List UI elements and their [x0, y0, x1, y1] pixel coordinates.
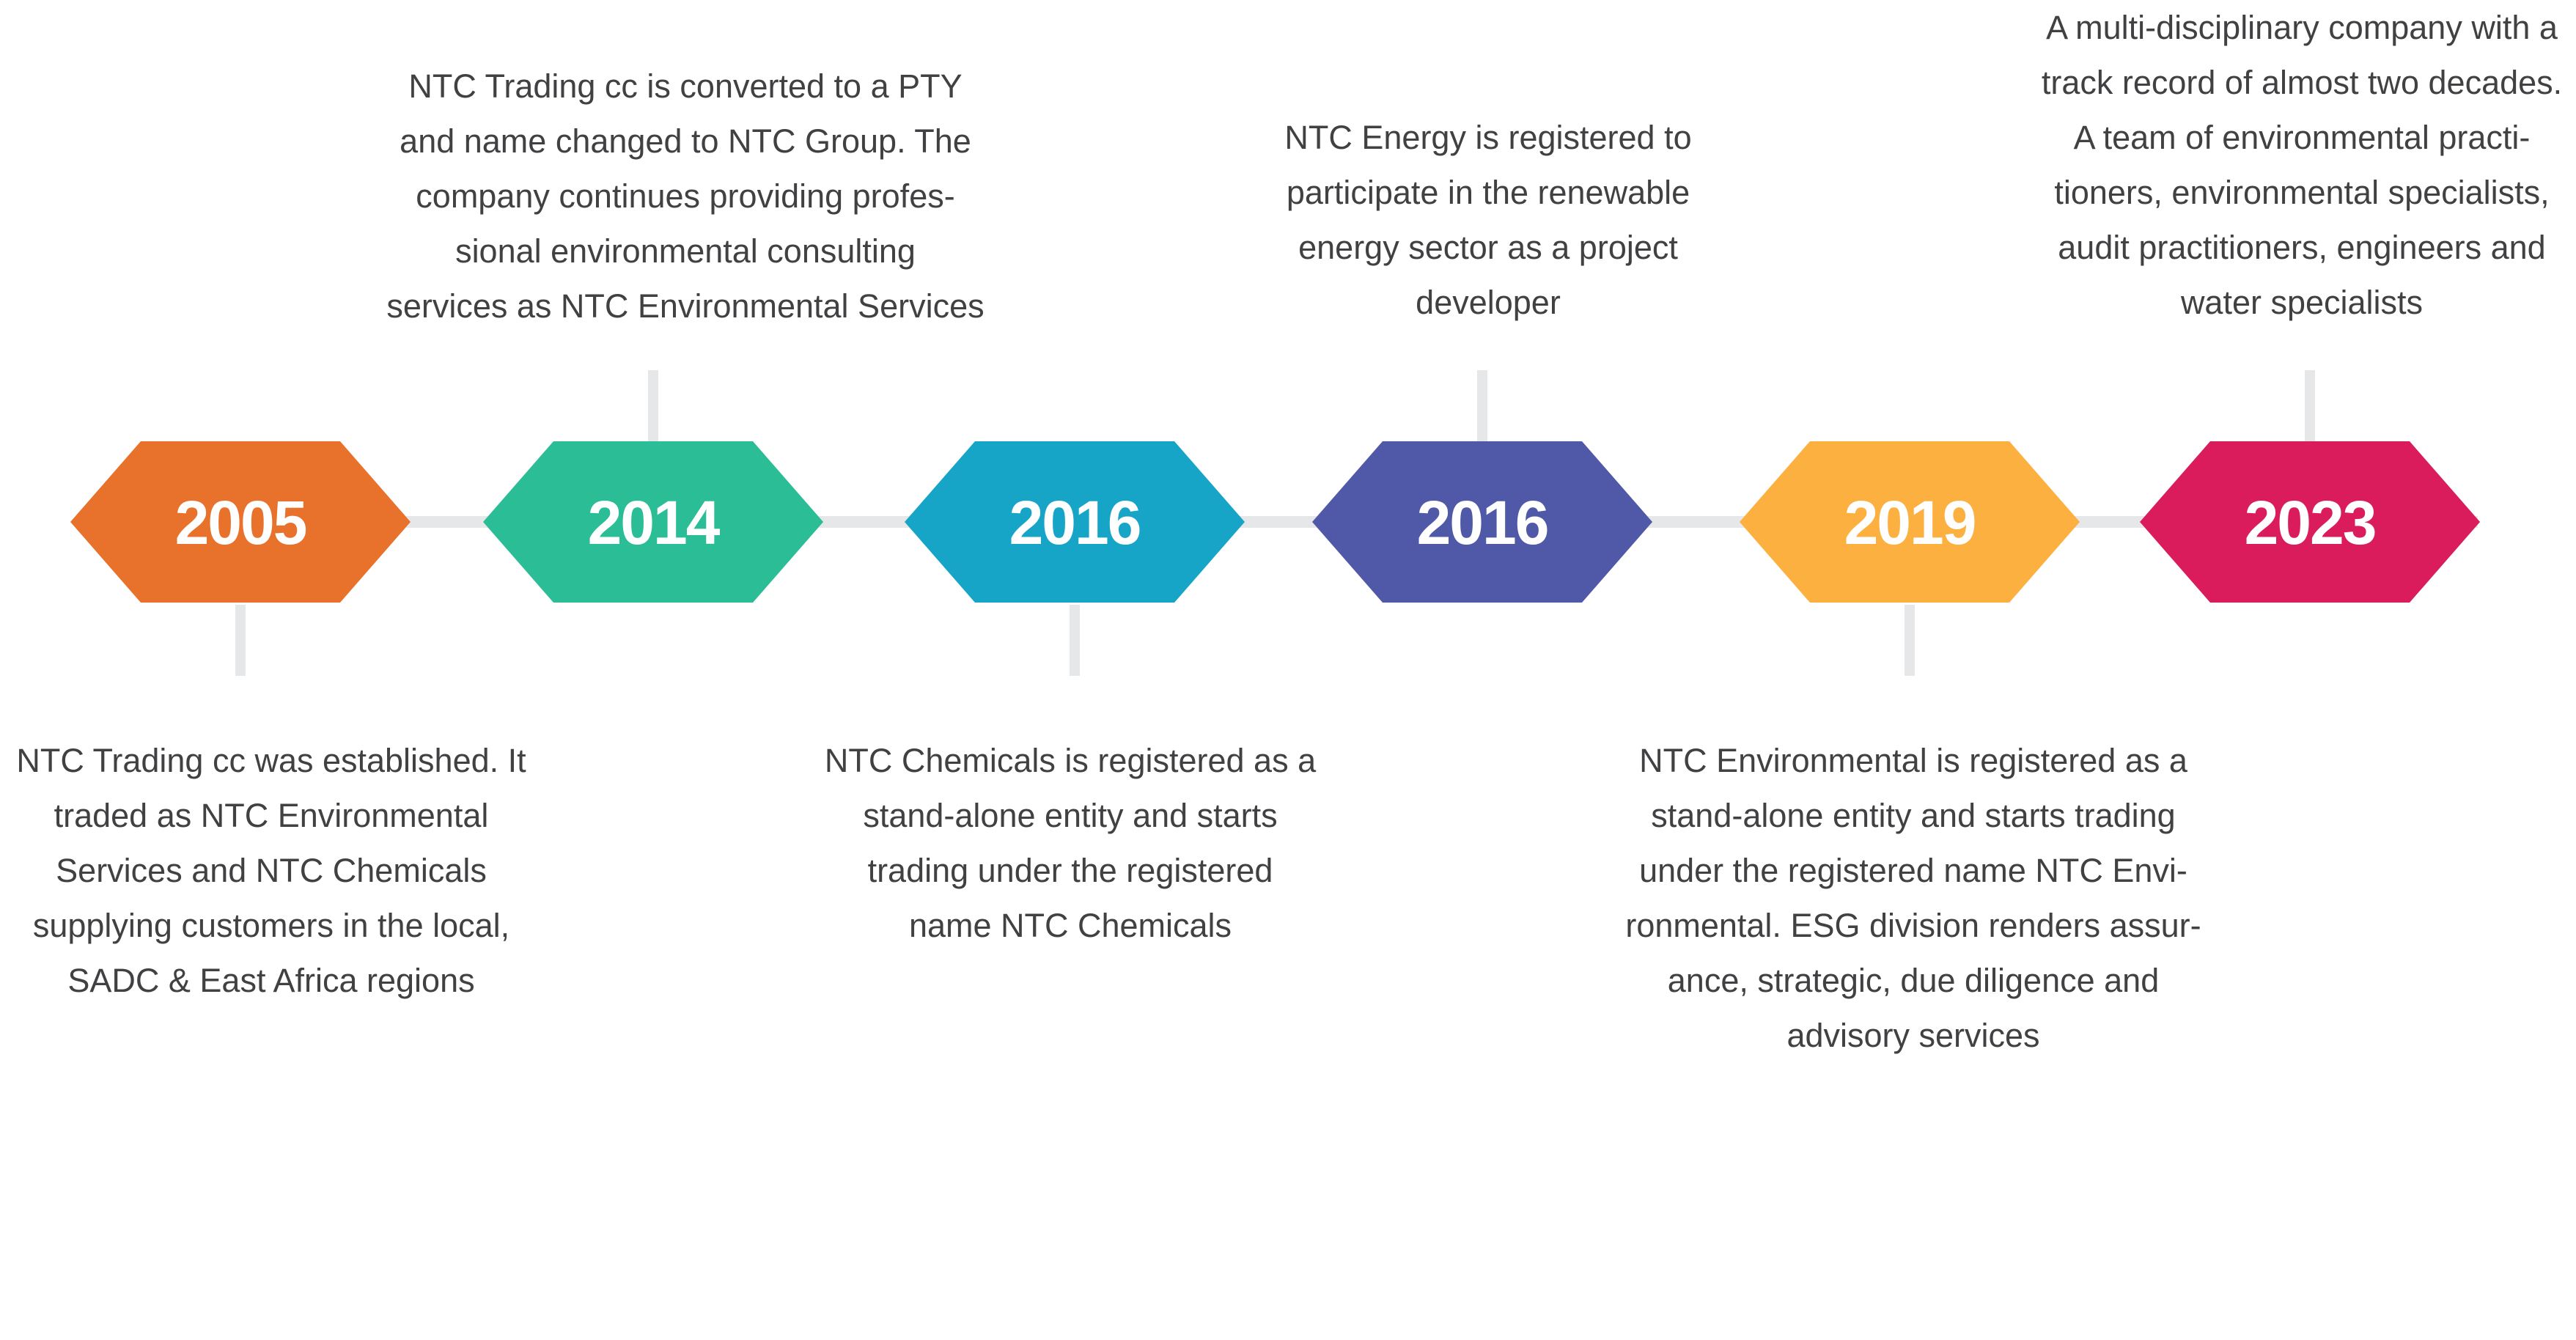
- description-line: services as NTC Environmental Services: [386, 287, 985, 325]
- milestone-description: NTC Trading cc is converted to a PTY and …: [385, 59, 986, 334]
- description-line: supplying customers in the local,: [32, 907, 510, 944]
- description-line: ance, strategic, due diligence and: [1667, 962, 2160, 999]
- description-line: NTC Chemicals is registered as a: [824, 742, 1317, 779]
- description-line: traded as NTC Environmental: [54, 797, 489, 834]
- milestone-year: 2023: [2245, 488, 2376, 557]
- milestone-description: NTC Trading cc was established. It traded…: [0, 733, 572, 1008]
- description-line: and name changed to NTC Group. The: [400, 122, 971, 160]
- description-line: NTC Energy is registered to: [1284, 119, 1692, 156]
- milestone-hexagon: [2140, 441, 2480, 603]
- timeline-markers: 2005 2014 2016 2016 2019 2023: [70, 370, 2480, 676]
- description-line: sional environmental consulting: [455, 232, 916, 270]
- milestone-year: 2014: [588, 488, 721, 557]
- description-line: trading under the registered: [867, 852, 1273, 889]
- milestone-description: A multi-disciplinary company with a track…: [2001, 0, 2576, 330]
- milestone-hexagon: [1312, 441, 1652, 603]
- milestone-hexagon: [70, 441, 411, 603]
- description-line: track record of almost two decades.: [2041, 64, 2563, 101]
- milestone-hexagon: [1740, 441, 2080, 603]
- description-line: energy sector as a project: [1298, 229, 1678, 266]
- description-line: SADC & East Africa regions: [67, 962, 475, 999]
- description-line: under the registered name NTC Envi-: [1639, 852, 2187, 889]
- description-line: water specialists: [2180, 284, 2424, 321]
- description-line: stand-alone entity and starts: [863, 797, 1278, 834]
- description-line: company continues providing profes-: [416, 177, 955, 215]
- description-line: developer: [1416, 284, 1561, 321]
- description-line: participate in the renewable: [1286, 174, 1690, 211]
- milestone-description: NTC Chemicals is registered as a stand-al…: [770, 733, 1371, 953]
- milestone-hexagon: [483, 441, 823, 603]
- milestone-year: 2016: [1009, 488, 1141, 557]
- description-line: stand-alone entity and starts trading: [1651, 797, 2176, 834]
- description-line: NTC Environmental is registered as a: [1639, 742, 2187, 779]
- description-line: NTC Trading cc is converted to a PTY: [408, 67, 963, 105]
- description-line: tioners, environmental specialists,: [2054, 174, 2550, 211]
- description-line: Services and NTC Chemicals: [56, 852, 487, 889]
- milestone-description: NTC Energy is registered to participate i…: [1188, 110, 1789, 330]
- milestone-year: 2005: [175, 488, 306, 557]
- description-line: A multi-disciplinary company with a: [2046, 9, 2558, 46]
- milestone-year: 2016: [1417, 488, 1548, 557]
- description-line: NTC Trading cc was established. It: [16, 742, 526, 779]
- description-line: A team of environmental practi-: [2073, 119, 2531, 156]
- milestone-description: NTC Environmental is registered as a stan…: [1613, 733, 2214, 1063]
- milestone-hexagon: [905, 441, 1245, 603]
- description-line: name NTC Chemicals: [908, 907, 1232, 944]
- milestone-year: 2019: [1844, 488, 1976, 557]
- description-line: advisory services: [1786, 1017, 2040, 1054]
- description-line: audit practitioners, engineers and: [2058, 229, 2546, 266]
- description-line: ronmental. ESG division renders assur-: [1625, 907, 2201, 944]
